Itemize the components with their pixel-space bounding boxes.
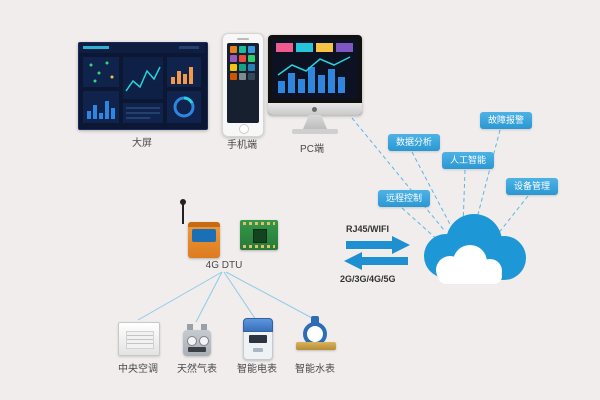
app-tile [230,46,237,53]
phone-screen [227,43,259,123]
cloud-tag-ai: 人工智能 [442,152,495,169]
dtu-antenna-icon [180,199,186,224]
cloud-tag-device-management: 设备管理 [506,178,559,195]
electric-meter-lcd [249,335,267,343]
downlink-arrow-icon [344,252,408,270]
app-tile [239,55,246,62]
cloud-tag-remote-control: 远程控制 [378,190,431,207]
app-tile [239,64,246,71]
cloud-icon [412,206,530,299]
cloud-tag-fault-alarm: 故障报警 [480,112,533,129]
gas-meter-icon [183,324,211,356]
app-tile [239,46,246,53]
monitor-logo [312,107,317,112]
smartphone-icon [222,33,264,137]
monitor-mini-dashboard [272,39,358,99]
device-label-electric-meter: 智能电表 [237,364,277,375]
pcb-pins [243,222,275,225]
ac-vent [126,331,154,349]
gas-pipe [187,324,193,330]
gas-meter-window [188,347,206,352]
app-tile [230,73,237,80]
app-tile [248,46,255,53]
device-label-gas-meter: 天然气表 [177,364,217,375]
uplink-label: RJ45/WIFI [346,224,390,234]
monitor-chin [268,103,362,115]
device-label-ac: 中央空调 [118,364,158,375]
4g-dtu-modem-icon [188,222,220,258]
big-screen-label: 大屏 [132,138,152,149]
downlink-label: 2G/3G/4G/5G [340,274,396,284]
dashboard-screen-icon [78,42,208,130]
app-tile [230,64,237,71]
cloud-tag-data-analysis: 数据分析 [388,134,441,151]
device-label-water-meter: 智能水表 [295,364,335,375]
app-tile [230,55,237,62]
phone-home-button [239,124,249,134]
uplink-arrow-icon [346,236,410,254]
gas-pipe [201,324,207,330]
app-tile [248,64,255,71]
water-meter-cap [311,316,319,323]
electric-meter-button [253,348,263,352]
desktop-monitor-icon [268,35,362,115]
pcb-pins [243,245,275,248]
gas-dial [187,336,197,346]
monitor-stand-base [292,129,338,134]
electric-meter-cap [243,318,273,332]
mobile-label: 手机端 [227,140,257,151]
water-meter-pipe [296,342,336,350]
pc-label: PC端 [300,144,324,155]
monitor-stand [303,115,327,129]
dtu-screen [192,229,216,242]
gas-dial [199,336,209,346]
dashboard-mini-charts [79,43,205,123]
gateway-label: 4G DTU [205,260,243,271]
phone-speaker [237,38,249,40]
circuit-board-icon [240,220,278,250]
dtu-device-links [137,271,313,323]
app-tile [248,55,255,62]
monitor-screen [272,39,358,99]
cloud-dashed-links [351,117,529,243]
electric-meter-icon [243,318,273,360]
dtu-top-band [188,222,220,227]
app-tile [248,73,255,80]
pcb-chip [253,229,267,243]
central-ac-icon [118,322,160,356]
app-tile [239,73,246,80]
